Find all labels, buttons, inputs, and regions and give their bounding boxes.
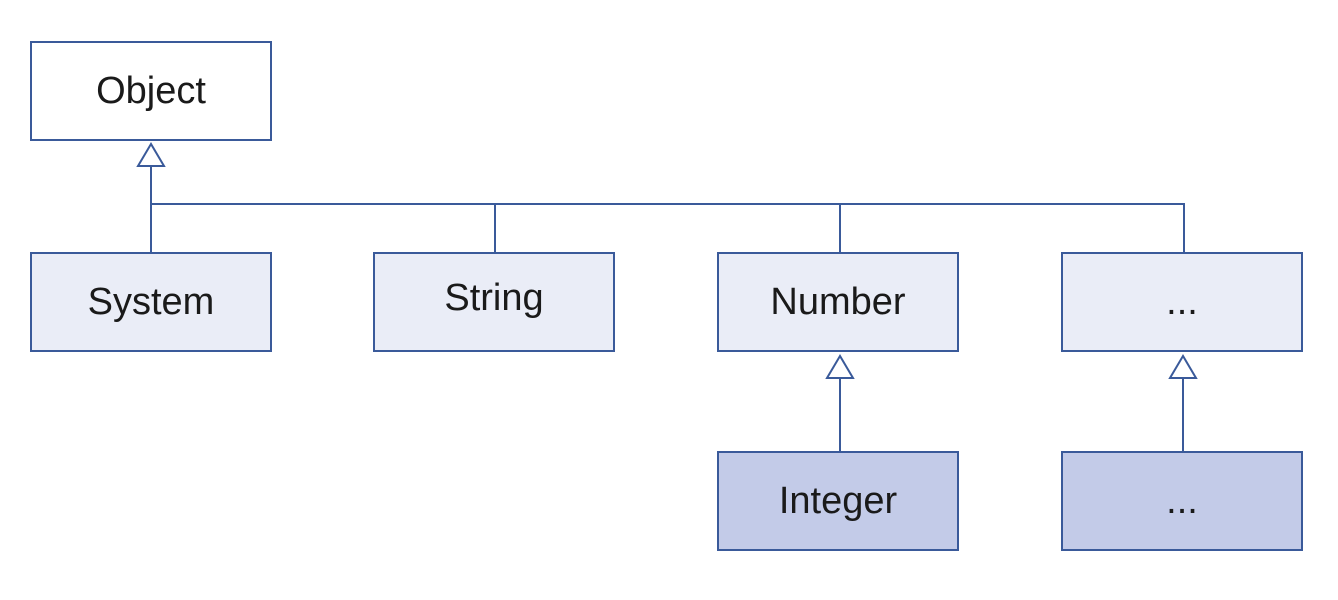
more-level1-label: ... <box>1166 280 1198 323</box>
integer-node: Integer <box>717 451 959 551</box>
object-inheritance-arrowhead <box>136 142 166 167</box>
string-node: String <box>373 252 615 352</box>
number-node: Number <box>717 252 959 352</box>
more-level1-node: ... <box>1061 252 1303 352</box>
object-label: Object <box>96 69 206 112</box>
more-level2-node: ... <box>1061 451 1303 551</box>
more-level2-label: ... <box>1166 479 1198 522</box>
more-level1-inheritance-arrowhead <box>1168 354 1198 379</box>
number-label: Number <box>770 280 906 323</box>
object-node: Object <box>30 41 272 141</box>
string-label: String <box>444 276 544 319</box>
system-label: System <box>87 280 215 323</box>
system-node: System <box>30 252 272 352</box>
integer-label: Integer <box>778 479 898 522</box>
number-inheritance-arrowhead <box>825 354 855 379</box>
